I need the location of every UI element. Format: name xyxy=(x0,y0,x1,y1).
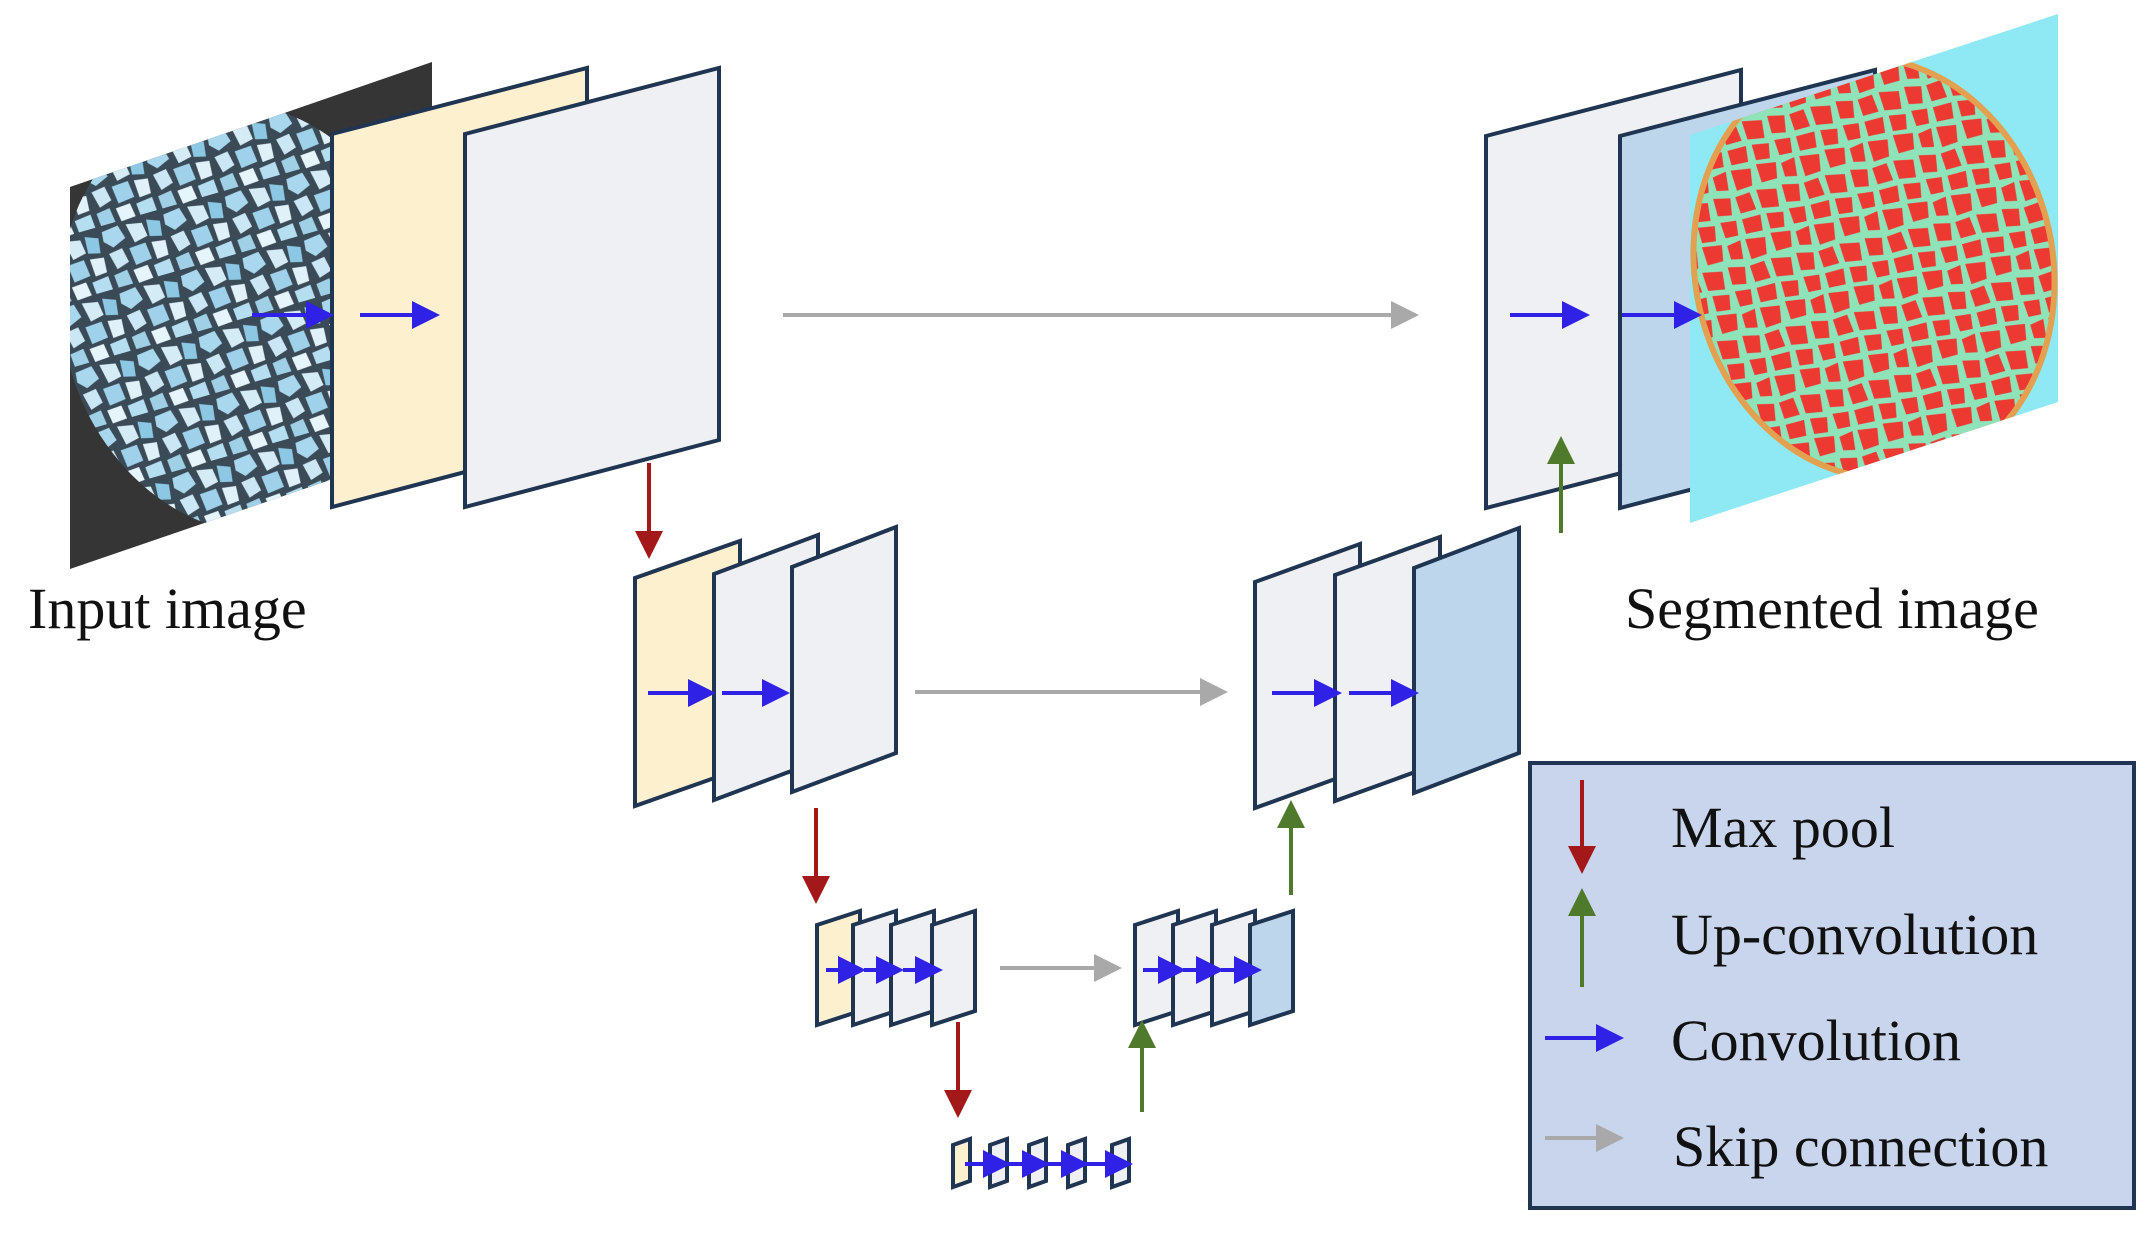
legend-box xyxy=(1528,761,2136,1210)
segmented-image xyxy=(1690,14,2058,523)
segmented-image-label: Segmented image xyxy=(1625,576,2039,641)
skip-connection-arrows xyxy=(783,301,1419,982)
legend-label-max-pool: Max pool xyxy=(1671,795,1895,860)
encoder3-feature-map-c xyxy=(930,908,977,1028)
decoder2-output-layer xyxy=(1412,525,1521,796)
legend-label-skip-connection: Skip connection xyxy=(1673,1114,2048,1179)
decoder3-output-layer xyxy=(1248,908,1295,1028)
up-convolution-arrows xyxy=(1128,436,1575,1112)
legend-label-up-convolution: Up-convolution xyxy=(1671,902,2038,967)
input-image-label: Input image xyxy=(28,576,307,641)
legend-label-convolution: Convolution xyxy=(1671,1008,1961,1073)
max-pool-arrows xyxy=(635,463,972,1118)
legend: Max pool Up-convolution Convolution Skip… xyxy=(1528,761,2136,1210)
encoder2-feature-map-b xyxy=(790,524,898,795)
encoder1-feature-map xyxy=(463,65,721,510)
